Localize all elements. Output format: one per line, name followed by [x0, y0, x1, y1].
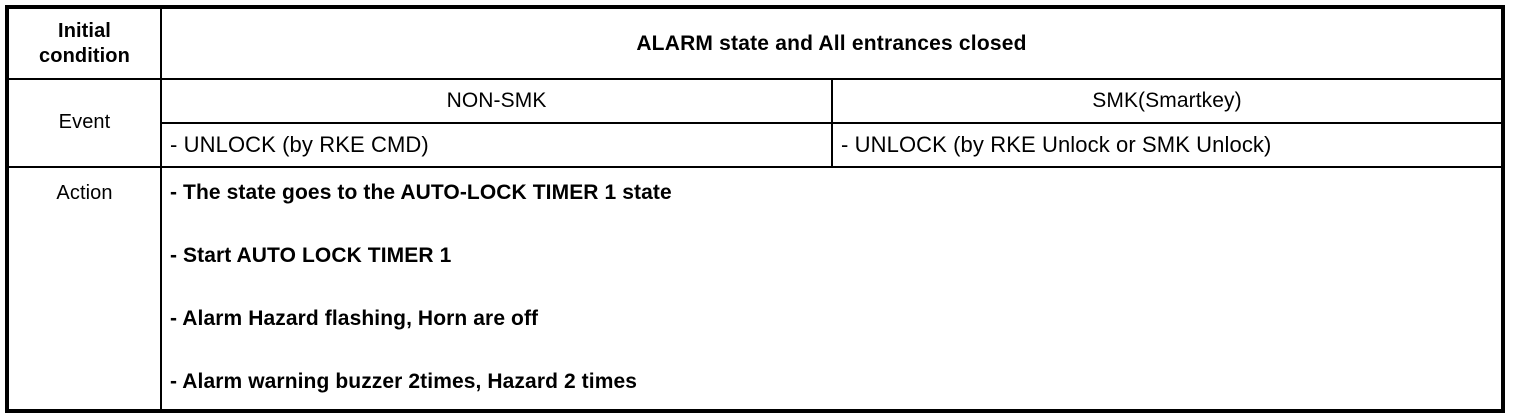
- table-row-initial-condition: Initial condition ALARM state and All en…: [6, 6, 1504, 80]
- action-item-list: - The state goes to the AUTO-LOCK TIMER …: [162, 168, 1501, 403]
- row-label-action: Action: [6, 166, 162, 412]
- table-row-action: Action - The state goes to the AUTO-LOCK…: [6, 166, 1504, 412]
- action-item: - The state goes to the AUTO-LOCK TIMER …: [170, 181, 672, 204]
- action-item: - Alarm warning buzzer 2times, Hazard 2 …: [170, 370, 638, 394]
- state-transition-table: Initial condition ALARM state and All en…: [5, 5, 1505, 413]
- initial-condition-line-1: Initial: [58, 20, 111, 43]
- action-item: - Alarm Hazard flashing, Horn are off: [170, 307, 539, 331]
- table-row-event-detail: - UNLOCK (by RKE CMD) - UNLOCK (by RKE U…: [7, 122, 1504, 168]
- table-row-mode-headers: Event NON-SMK SMK(Smartkey): [6, 78, 1504, 168]
- event-detail-non-smk: - UNLOCK (by RKE CMD): [160, 122, 833, 168]
- initial-condition-line-2: condition: [39, 44, 130, 67]
- event-detail-smk: - UNLOCK (by RKE Unlock or SMK Unlock): [831, 122, 1504, 168]
- header-state-title: ALARM state and All entrances closed: [160, 6, 1504, 80]
- action-item: - Start AUTO LOCK TIMER 1: [170, 244, 452, 268]
- column-header-non-smk: NON-SMK: [160, 78, 833, 124]
- column-header-smk: SMK(Smartkey): [831, 78, 1504, 124]
- action-content-cell: - The state goes to the AUTO-LOCK TIMER …: [160, 166, 1504, 412]
- row-label-initial-condition: Initial condition: [6, 6, 162, 80]
- row-label-event: Event: [6, 78, 162, 168]
